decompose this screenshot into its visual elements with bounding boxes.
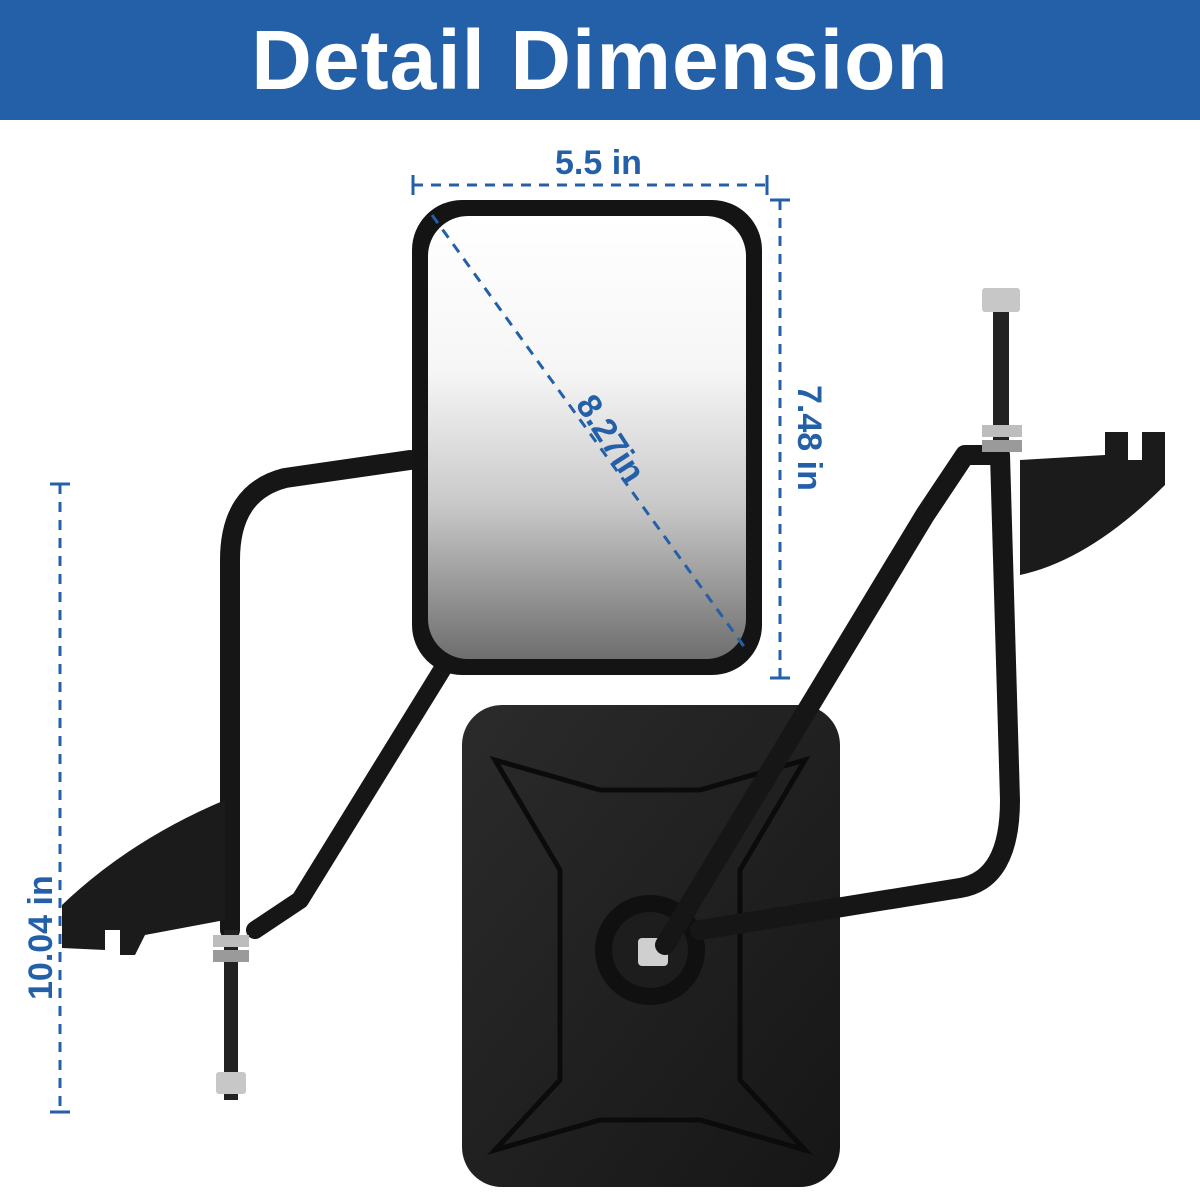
left-bolt-icon: [224, 930, 238, 1100]
right-bracket-icon: [1020, 432, 1165, 575]
page-title: Detail Dimension: [251, 12, 949, 107]
dimension-ticks: [50, 175, 790, 1114]
total-height-label: 10.04 in: [22, 875, 60, 1000]
right-arm: [655, 445, 1020, 955]
front-mirror: [412, 200, 762, 675]
title-banner: Detail Dimension: [0, 0, 1200, 120]
dimension-lines: [58, 183, 782, 1112]
rear-mirror: [462, 705, 840, 1187]
left-bracket-icon: [62, 800, 225, 955]
height-label: 7.48 in: [790, 385, 828, 491]
left-arm: [220, 450, 454, 940]
mirror-drawing: [50, 175, 1165, 1187]
right-bolt-icon: [993, 300, 1009, 450]
product-illustration: 5.5 in 7.48 in 8.27in 10.04 in: [0, 120, 1200, 1200]
width-label: 5.5 in: [555, 144, 642, 182]
